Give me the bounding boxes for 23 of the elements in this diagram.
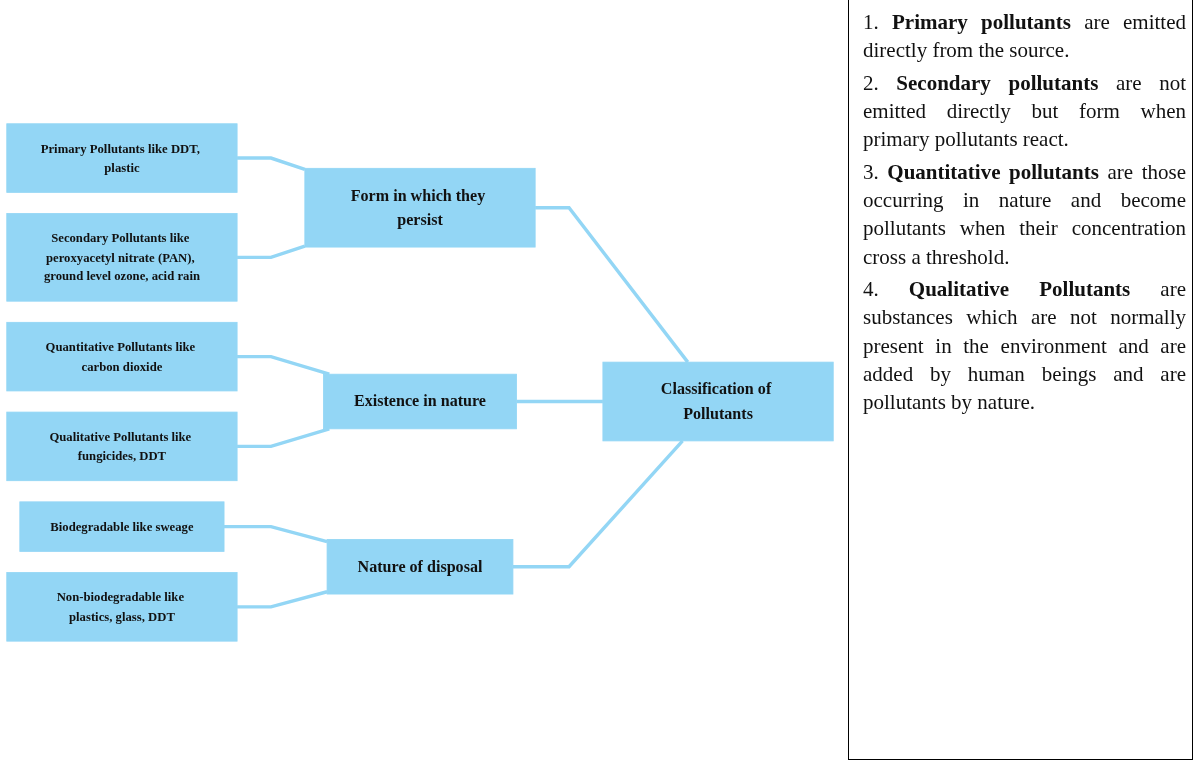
list-item: 4. Qualitative Pollutants are substances which are not normally present in the environment and are added by human beings and are pollutants by nature. [863,276,1186,417]
connector [237,589,328,609]
list-item: 3. Quantitative pollutants are those occurring in nature and become pollutants when their concentration cross a threshold. [863,158,1186,271]
node-box: Biodegradable like sweage [19,500,225,552]
node-box: Qualitative Pollutants like fungicides, DDT [6,411,238,481]
node-box: Primary Pollutants like DDT, plastic [6,122,238,193]
connector [237,244,306,259]
list-item: 1. Primary pollutants are emitted directly from the source. [863,9,1186,65]
connector [237,354,330,376]
node-box: Classification of Pollutants [602,361,834,441]
node-box: Form in which they persist [304,167,536,248]
node-box: Nature of disposal [326,538,514,594]
node-box: Quantitative Pollutants like carbon dioxide [6,321,238,391]
connector [535,205,690,363]
node-box: Secondary Pollutants like peroxyacetyl nitrate (PAN), ground level ozone, acid rain [6,212,238,302]
connector [516,399,603,403]
connector [237,155,306,171]
node-box: Non-biodegradable like plastics, glass, DDT [6,571,238,642]
connector [512,439,684,568]
connector [224,524,328,543]
list-item: 2. Secondary pollutants are not emitted directly but form when primary pollutants react. [863,69,1186,154]
node-box: Existence in nature [323,373,517,429]
connector [237,426,330,448]
